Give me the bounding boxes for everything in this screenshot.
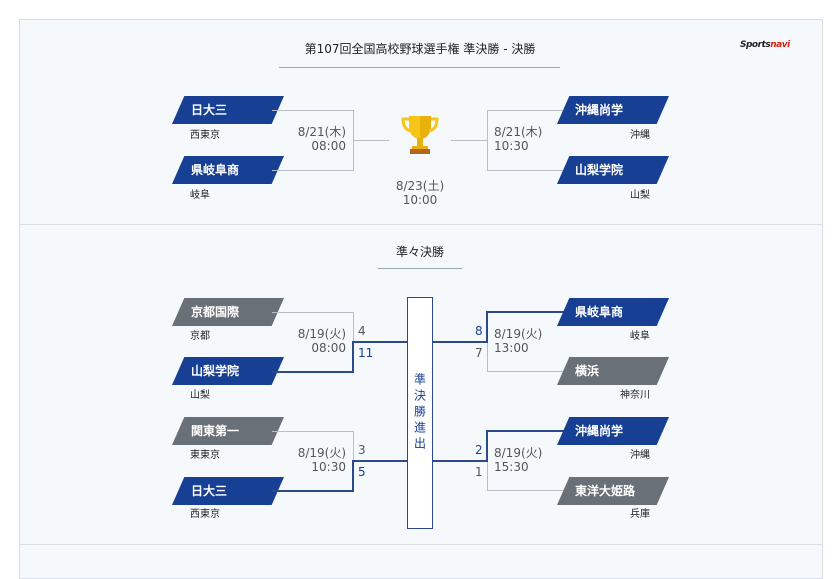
team-okinawashogaku[interactable]: 沖縄尚学 <box>557 417 669 445</box>
match-date: 8/21(木) <box>297 125 346 139</box>
section-underline <box>378 268 462 269</box>
match-time: 10:30 <box>494 139 529 153</box>
match-datetime: 8/19(火)15:30 <box>494 446 542 474</box>
score-winner: 2 <box>475 443 483 457</box>
score: 3 <box>358 443 366 457</box>
match-time: 15:30 <box>494 460 529 474</box>
bracket-line-winner <box>433 460 488 462</box>
bracket-line-winner <box>352 461 354 492</box>
match-time: 13:00 <box>494 341 529 355</box>
team-yokohama[interactable]: 横浜 <box>557 357 669 385</box>
match-datetime: 8/21(木)10:30 <box>494 125 542 153</box>
bracket-line <box>353 312 354 342</box>
score: 7 <box>475 346 483 360</box>
bracket-line-winner <box>352 341 407 343</box>
quarterfinal-section <box>20 224 822 545</box>
bracket-line <box>272 431 354 432</box>
team-region: 東東京 <box>190 450 220 461</box>
team-nichidai3[interactable]: 日大三 <box>172 96 284 124</box>
final-datetime: 8/23(土)10:00 <box>394 179 446 207</box>
team-region: 西東京 <box>190 509 220 520</box>
bracket-line-winner <box>352 460 407 462</box>
sportsnavi-logo[interactable]: Sportsnavi <box>740 40 790 50</box>
team-kengifusho[interactable]: 県岐阜商 <box>557 298 669 326</box>
bracket-line <box>487 490 569 491</box>
trophy-icon <box>400 114 440 160</box>
advance-label: 準決勝進出 <box>407 297 433 529</box>
bracket-line <box>487 110 569 111</box>
title-underline <box>279 67 560 68</box>
score: 1 <box>475 465 483 479</box>
bracket-line <box>272 170 354 171</box>
match-time: 08:00 <box>311 341 346 355</box>
team-yamanashigakuin[interactable]: 山梨学院 <box>172 357 284 385</box>
team-region: 神奈川 <box>620 390 650 401</box>
team-kantodaiichi[interactable]: 関東第一 <box>172 417 284 445</box>
match-datetime: 8/21(木)08:00 <box>280 125 346 153</box>
team-region: 京都 <box>190 331 210 342</box>
match-datetime: 8/19(火)08:00 <box>280 327 346 355</box>
match-date: 8/19(火) <box>297 327 346 341</box>
section-title: 準々決勝 <box>395 245 444 259</box>
page-title: 第107回全国高校野球選手権 準決勝 - 決勝 <box>304 42 536 56</box>
team-kyotokokusai[interactable]: 京都国際 <box>172 298 284 326</box>
bracket-line-winner <box>352 342 354 373</box>
bracket-line-winner <box>486 430 488 462</box>
final-date: 8/23(土) <box>395 179 445 193</box>
bracket-line <box>353 431 354 461</box>
bracket-line <box>487 170 569 171</box>
team-region: 沖縄 <box>630 450 650 461</box>
team-okinawashogaku[interactable]: 沖縄尚学 <box>557 96 669 124</box>
team-region: 山梨 <box>630 190 650 201</box>
bracket-line <box>487 462 488 491</box>
team-yamanashigakuin[interactable]: 山梨学院 <box>557 156 669 184</box>
match-date: 8/19(火) <box>494 327 543 341</box>
team-region: 岐阜 <box>190 190 210 201</box>
team-region: 沖縄 <box>630 130 650 141</box>
match-datetime: 8/19(火)13:00 <box>494 327 542 355</box>
score-winner: 5 <box>358 465 366 479</box>
bracket-line-winner <box>486 311 569 313</box>
match-time: 08:00 <box>311 139 346 153</box>
team-kengifusho[interactable]: 県岐阜商 <box>172 156 284 184</box>
team-region: 山梨 <box>190 390 210 401</box>
match-date: 8/19(火) <box>297 446 346 460</box>
bracket-line-winner <box>272 371 354 373</box>
bracket-line <box>272 312 354 313</box>
match-time: 10:30 <box>311 460 346 474</box>
team-toyodaihimeji[interactable]: 東洋大姫路 <box>557 477 669 505</box>
match-date: 8/19(火) <box>494 446 543 460</box>
bracket-line <box>353 140 389 141</box>
team-nichidai3[interactable]: 日大三 <box>172 477 284 505</box>
bracket-line-winner <box>433 341 488 343</box>
score: 4 <box>358 324 366 338</box>
score-winner: 8 <box>475 324 483 338</box>
bracket-line <box>272 110 354 111</box>
bracket-line <box>487 371 569 372</box>
match-datetime: 8/19(火)10:30 <box>280 446 346 474</box>
final-time: 10:00 <box>402 193 438 207</box>
score-winner: 11 <box>358 346 374 360</box>
bracket-line <box>487 343 488 372</box>
team-region: 岐阜 <box>630 331 650 342</box>
team-region: 兵庫 <box>630 509 650 520</box>
bracket-line-winner <box>486 311 488 343</box>
team-region: 西東京 <box>190 130 220 141</box>
bracket-line <box>451 140 488 141</box>
bracket-line-winner <box>272 490 354 492</box>
bracket-line-winner <box>486 430 569 432</box>
match-date: 8/21(木) <box>494 125 543 139</box>
bracket-line <box>487 110 488 171</box>
logo-text-sports: Sports <box>740 40 771 50</box>
logo-text-navi: navi <box>770 40 790 50</box>
